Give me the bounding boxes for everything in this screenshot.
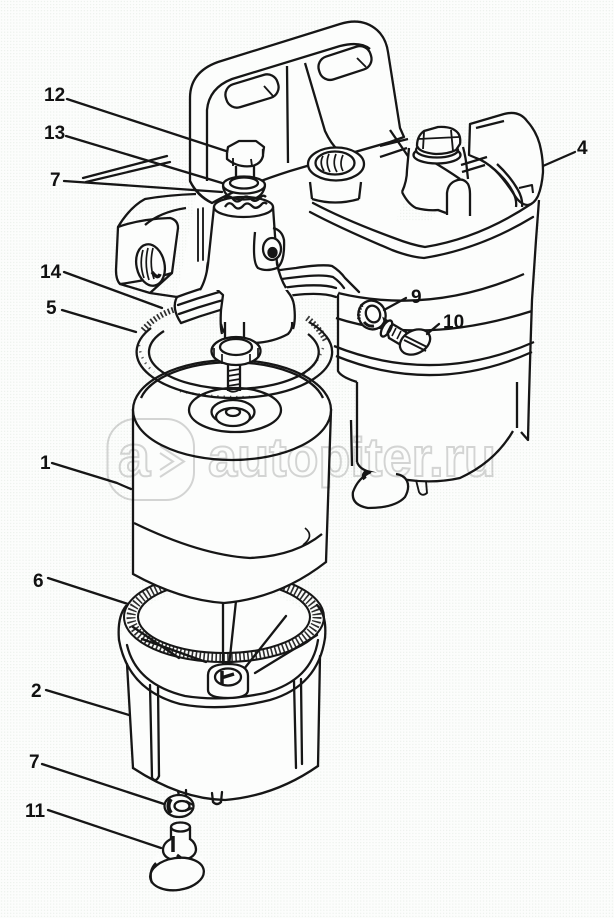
svg-text:4: 4: [577, 138, 588, 159]
svg-text:1: 1: [40, 453, 51, 474]
svg-text:11: 11: [25, 801, 46, 822]
svg-text:9: 9: [411, 287, 422, 308]
svg-text:10: 10: [443, 312, 464, 333]
svg-text:6: 6: [33, 571, 44, 592]
svg-text:2: 2: [31, 681, 42, 702]
svg-text:a: a: [118, 424, 151, 489]
svg-text:7: 7: [50, 170, 61, 191]
svg-text:14: 14: [40, 262, 62, 283]
svg-text:5: 5: [46, 298, 57, 319]
svg-text:13: 13: [44, 123, 65, 144]
svg-text:7: 7: [29, 752, 40, 773]
svg-text:autopiter.ru: autopiter.ru: [208, 426, 496, 488]
svg-text:12: 12: [44, 85, 65, 106]
